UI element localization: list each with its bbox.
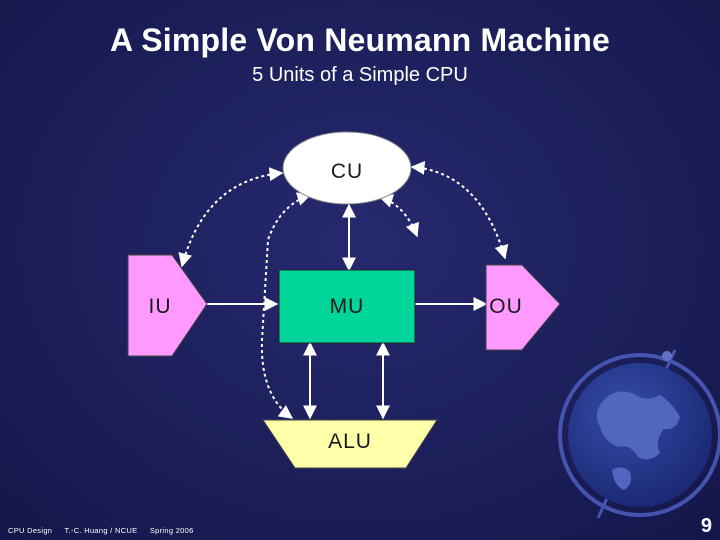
cu-label: CU — [331, 160, 363, 183]
cu-mu-right-control-path — [378, 194, 419, 238]
footer-term: Spring 2006 — [149, 526, 194, 535]
ou-label: OU — [489, 295, 523, 318]
footer-course: CPU Design — [8, 526, 53, 535]
input-unit: IU — [127, 254, 208, 357]
cu-alu-control-path — [260, 192, 312, 419]
iu-label: IU — [149, 295, 172, 318]
arithmetic-logic-unit: ALU — [262, 419, 438, 469]
slide-footer: CPU Design T.-C. Huang / NCUE Spring 200… — [8, 526, 204, 535]
slide-subtitle: 5 Units of a Simple CPU — [252, 64, 468, 86]
page-number: 9 — [700, 515, 712, 537]
mu-label: MU — [330, 295, 365, 318]
control-unit: CU — [282, 131, 412, 205]
cu-iu-control-path — [178, 167, 284, 268]
globe-icon — [558, 349, 720, 519]
alu-label: ALU — [328, 430, 372, 453]
slide-title: A Simple Von Neumann Machine — [110, 22, 610, 58]
memory-unit: MU — [278, 269, 416, 344]
footer-author: T.-C. Huang / NCUE — [64, 526, 138, 535]
output-unit: OU — [485, 264, 561, 351]
cu-ou-outer-control-path — [410, 160, 509, 260]
